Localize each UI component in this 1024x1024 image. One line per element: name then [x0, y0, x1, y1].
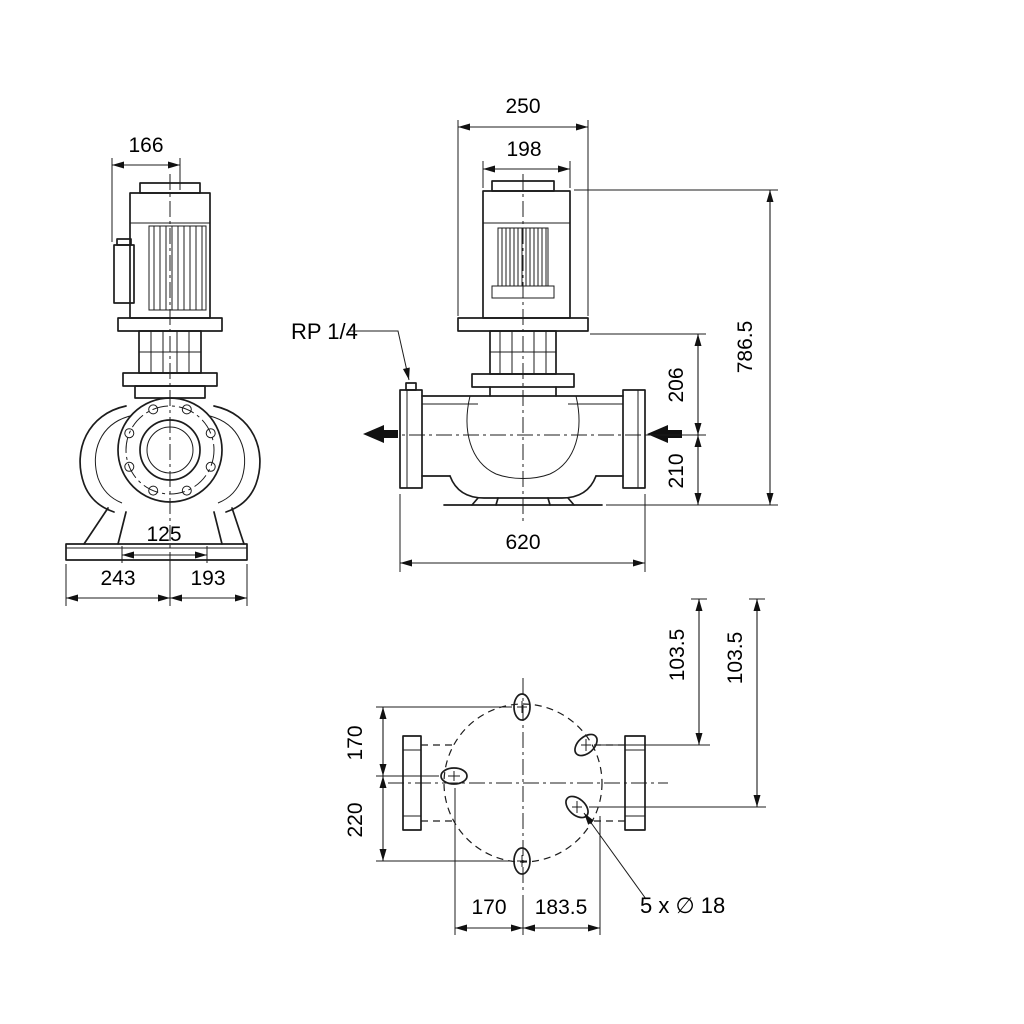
motor-rib — [491, 285, 555, 299]
baseplate — [65, 543, 248, 561]
side-base — [65, 507, 248, 561]
front-view: 250 198 786.5 206 210 62 — [291, 95, 778, 572]
hole-left — [440, 767, 468, 785]
hole-top — [513, 693, 531, 721]
motor-fins — [153, 226, 203, 310]
volute-bottom — [449, 475, 597, 499]
dim-198: 198 — [482, 138, 571, 188]
dim-786-5: 786.5 — [574, 189, 778, 506]
motor-fins — [501, 228, 547, 286]
holes-note-label: 5 x ∅ 18 — [640, 893, 725, 918]
dim-620: 620 — [399, 494, 646, 572]
port-flange-circle — [117, 397, 223, 503]
base-holes — [440, 693, 598, 875]
dim-170-vertical: 170 — [344, 706, 512, 862]
front-motor — [482, 180, 571, 319]
hole-bottom — [513, 847, 531, 875]
dim-206-label: 206 — [665, 367, 688, 402]
front-casing — [399, 382, 646, 506]
plan-flange-right — [624, 735, 646, 831]
dim-193-label: 193 — [190, 567, 225, 590]
dim-250-label: 250 — [505, 95, 540, 118]
dim-198-label: 198 — [506, 138, 541, 161]
dim-210-label: 210 — [665, 453, 688, 488]
front-lantern — [457, 317, 589, 397]
dim-220-label: 220 — [344, 802, 367, 837]
dim-166: 166 — [111, 134, 181, 242]
dim-166-label: 166 — [128, 134, 163, 157]
plan-view: 170 220 103.5 103.5 170 183.5 — [344, 598, 766, 935]
side-volute — [79, 397, 261, 513]
dim-170-183-5-horizontal: 170 183.5 — [454, 788, 601, 935]
dim-103b-label: 103.5 — [724, 632, 747, 685]
casing-hidden-outline — [443, 703, 603, 863]
volute-curve-right — [549, 395, 580, 475]
dim-620-label: 620 — [505, 531, 540, 554]
terminal-box — [113, 244, 135, 304]
holes-callout: 5 x ∅ 18 — [583, 812, 725, 918]
flange-bolts — [124, 404, 216, 496]
dim-170v-label: 170 — [344, 725, 367, 760]
dim-183-label: 183.5 — [535, 896, 588, 919]
side-motor — [113, 182, 211, 319]
hole-upper-right — [574, 733, 598, 757]
dim-243-193: 243 193 — [65, 564, 248, 606]
dim-220-vertical: 220 — [344, 776, 387, 861]
port-bore-outer — [139, 419, 201, 481]
bolt-circle — [125, 405, 215, 495]
rp-label: RP 1/4 — [291, 319, 358, 344]
flow-arrow-in — [647, 425, 682, 443]
dim-786-label: 786.5 — [734, 321, 757, 374]
discharge-flange — [622, 389, 646, 489]
rp-leader — [348, 330, 410, 381]
suction-flange — [399, 389, 423, 489]
volute-wing-left — [79, 405, 127, 513]
side-lantern — [117, 317, 223, 399]
rp-tapping — [405, 382, 417, 391]
dim-125: 125 — [121, 523, 208, 563]
dim-210: 210 — [665, 435, 702, 505]
terminal-box-lid — [116, 238, 132, 246]
dim-206: 206 — [590, 333, 706, 436]
dim-250: 250 — [457, 95, 589, 316]
flow-arrow-out — [363, 425, 398, 443]
dim-103a-label: 103.5 — [666, 629, 689, 682]
volute-curve-left — [466, 395, 497, 475]
dim-125-label: 125 — [146, 523, 181, 546]
dim-103-5-upper: 103.5 — [596, 598, 710, 746]
pump-head-flange — [471, 373, 575, 388]
dim-170h-label: 170 — [471, 896, 506, 919]
side-view: 166 125 243 193 — [65, 134, 261, 606]
dim-243-label: 243 — [100, 567, 135, 590]
dim-103-5-lower: 103.5 — [589, 598, 766, 808]
holes-leader — [583, 812, 647, 900]
port-bore-inner — [146, 426, 194, 474]
volute-wing-right — [213, 405, 261, 513]
plan-flange-left — [402, 735, 422, 831]
rp-callout: RP 1/4 — [291, 319, 410, 381]
